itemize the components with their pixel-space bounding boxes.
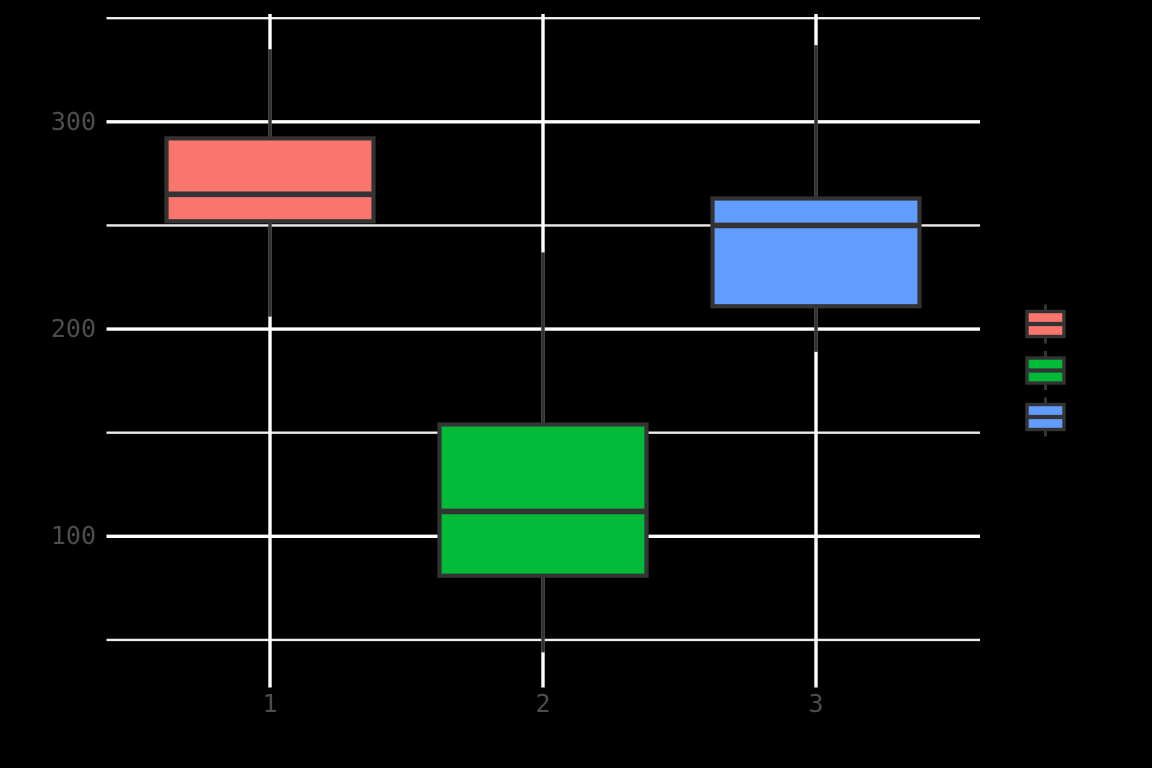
y-axis-tick-label: 200 <box>50 314 96 343</box>
box-3 <box>710 196 922 309</box>
x-axis-tick-label: 3 <box>808 689 824 718</box>
x-axis-tick-label: 1 <box>262 689 278 718</box>
box-1 <box>164 136 376 224</box>
y-axis-tick-label: 100 <box>50 521 96 550</box>
y-axis-tick-label: 300 <box>50 107 96 136</box>
box-2 <box>437 422 649 578</box>
x-axis-tick-label: 2 <box>535 689 551 718</box>
